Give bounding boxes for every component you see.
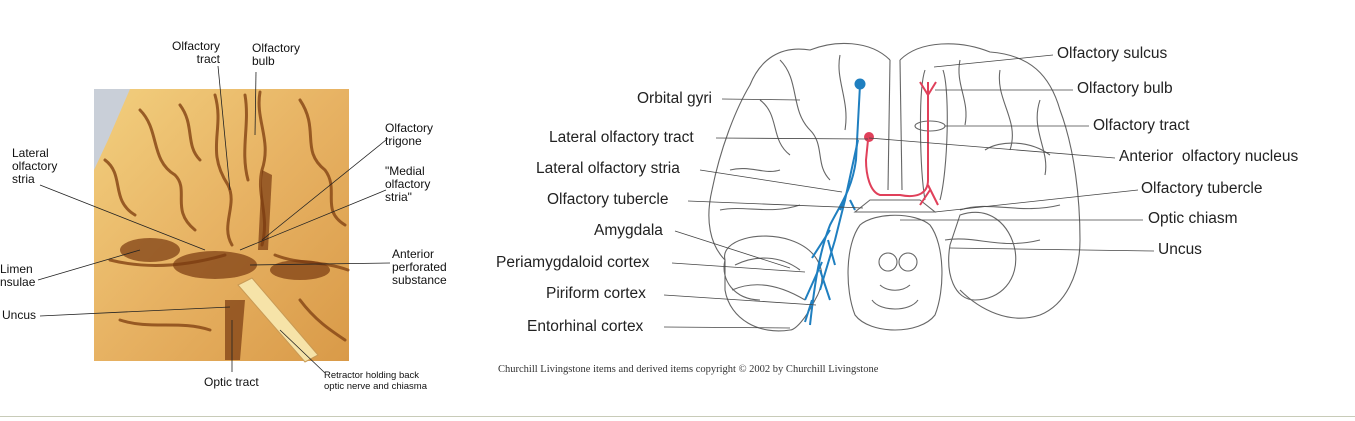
label-amygdala: Amygdala (594, 222, 663, 239)
bottom-divider (0, 416, 1355, 417)
label-optic-tract-photo: Optic tract (204, 375, 259, 389)
label-periamygdaloid-cortex: Periamygdaloid cortex (496, 254, 650, 271)
label-anterior-olfactory-nucleus: Anterior olfactory nucleus (1119, 148, 1299, 165)
label-orbital-gyri: Orbital gyri (637, 90, 712, 107)
label-lateral-olfactory-stria: Lateral olfactory stria (536, 160, 680, 177)
copyright-notice: Churchill Livingstone items and derived … (498, 364, 879, 375)
label-entorhinal-cortex: Entorhinal cortex (527, 318, 644, 335)
label-olfactory-bulb: Olfactory bulb (1077, 80, 1173, 97)
label-piriform-cortex: Piriform cortex (546, 285, 646, 302)
label-olfactory-tubercle-right: Olfactory tubercle (1141, 180, 1263, 197)
label-olfactory-tubercle-left: Olfactory tubercle (547, 191, 669, 208)
label-uncus: Uncus (1158, 241, 1202, 258)
label-uncus-photo: Uncus (2, 308, 37, 322)
label-olfactory-tract: Olfactory tract (1093, 117, 1190, 134)
label-olfactory-sulcus: Olfactory sulcus (1057, 45, 1168, 62)
label-lateral-olfactory-tract: Lateral olfactory tract (549, 129, 694, 146)
label-optic-chiasm: Optic chiasm (1148, 210, 1238, 227)
